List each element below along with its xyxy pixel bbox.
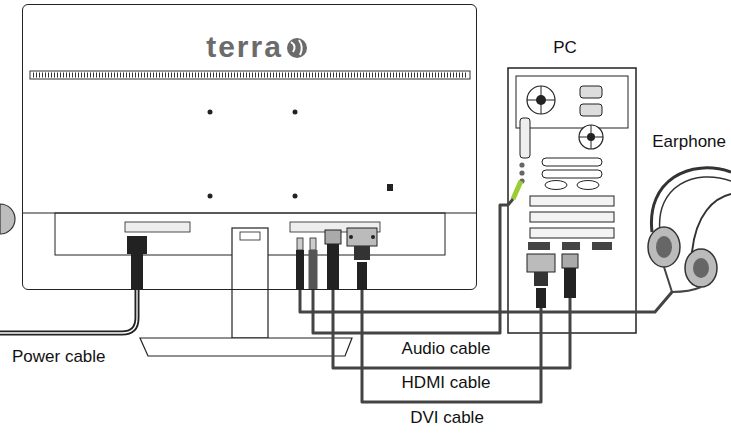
stand-neck xyxy=(232,228,268,338)
fan-hub xyxy=(587,133,595,141)
vent-grille xyxy=(30,71,470,79)
dvi-ferrite xyxy=(357,262,367,290)
pc-tower: PC xyxy=(508,38,636,333)
video-port xyxy=(528,242,550,250)
cable-connector xyxy=(362,290,541,402)
audio-cable-stub xyxy=(508,199,513,205)
vent-slot xyxy=(542,158,602,166)
screw-hole xyxy=(208,110,213,115)
fan-grille xyxy=(527,86,555,114)
fan xyxy=(579,125,603,149)
headband-inner xyxy=(660,177,731,232)
hdmi-plug xyxy=(564,268,576,298)
power-port-strip xyxy=(125,222,190,232)
power-plug-boot xyxy=(131,254,143,290)
audio-jack xyxy=(519,162,524,167)
expansion-slot xyxy=(530,196,614,206)
headband-rear xyxy=(692,194,731,252)
hdmi-plug xyxy=(327,244,339,290)
dvi-plug-head xyxy=(527,254,555,272)
earphone: Earphone xyxy=(640,132,726,292)
video-port xyxy=(562,242,580,250)
screw-hole xyxy=(208,194,213,199)
earphone-plug-tip xyxy=(297,238,303,250)
lock-slot xyxy=(387,184,393,191)
fan xyxy=(527,86,555,114)
cable-connector xyxy=(313,205,508,333)
audio-jack xyxy=(519,170,524,175)
audio-plug xyxy=(309,250,318,290)
expansion-slot xyxy=(530,212,614,222)
cable-label: DVI cable xyxy=(408,408,486,428)
power-supply xyxy=(516,76,628,128)
vent-slot xyxy=(542,170,602,178)
earphone-cord xyxy=(664,267,701,292)
hdmi-plug-head xyxy=(325,230,341,244)
video-port xyxy=(592,242,612,250)
hdmi-cable-stub xyxy=(569,298,572,333)
power-socket xyxy=(580,86,602,98)
pc-case xyxy=(508,68,636,333)
power-cable xyxy=(0,290,137,333)
power-socket xyxy=(580,104,602,116)
screw-hole xyxy=(293,110,298,115)
device-label: Earphone xyxy=(640,132,726,152)
dvi-plug-body xyxy=(534,272,548,286)
cable-label: Power cable xyxy=(10,347,108,367)
ear-cup xyxy=(648,227,680,267)
ear-cup-pad xyxy=(693,258,709,278)
brand-logo: terra xyxy=(23,29,466,65)
ear-cup xyxy=(685,249,717,287)
cable-label: Audio cable xyxy=(400,339,493,359)
fan-grille xyxy=(579,125,603,149)
screw-hole xyxy=(293,194,298,199)
dvi-screw xyxy=(371,235,375,239)
stand-clip xyxy=(240,232,260,240)
vent-slots xyxy=(33,73,467,78)
fan-hub xyxy=(536,95,546,105)
serial-port xyxy=(520,118,530,158)
ps2-port xyxy=(577,181,599,190)
power-plug xyxy=(127,236,147,254)
edge-object xyxy=(0,204,15,234)
monitor-housing: terra xyxy=(22,4,477,290)
logo-globe xyxy=(287,38,307,58)
expansion-slot xyxy=(530,228,614,238)
hdmi-plug-head xyxy=(562,254,578,268)
audio-plug-tip xyxy=(310,238,316,250)
audio-plug xyxy=(513,181,521,199)
dvi-screw xyxy=(349,235,353,239)
dvi-plug-head xyxy=(347,228,377,246)
power-cable-core xyxy=(0,290,137,333)
cable-connector xyxy=(333,290,570,368)
stand-base xyxy=(140,338,352,356)
dvi-plug-body xyxy=(354,246,370,260)
ps2-port xyxy=(545,181,567,190)
cable-connector xyxy=(300,290,672,312)
logo-globe-swirl xyxy=(291,40,302,55)
cable-label: HDMI cable xyxy=(400,373,493,393)
earphone-plug xyxy=(296,250,304,290)
dvi-ferrite xyxy=(536,288,546,308)
device-label: PC xyxy=(508,38,622,58)
ear-cup-pad xyxy=(656,236,672,258)
